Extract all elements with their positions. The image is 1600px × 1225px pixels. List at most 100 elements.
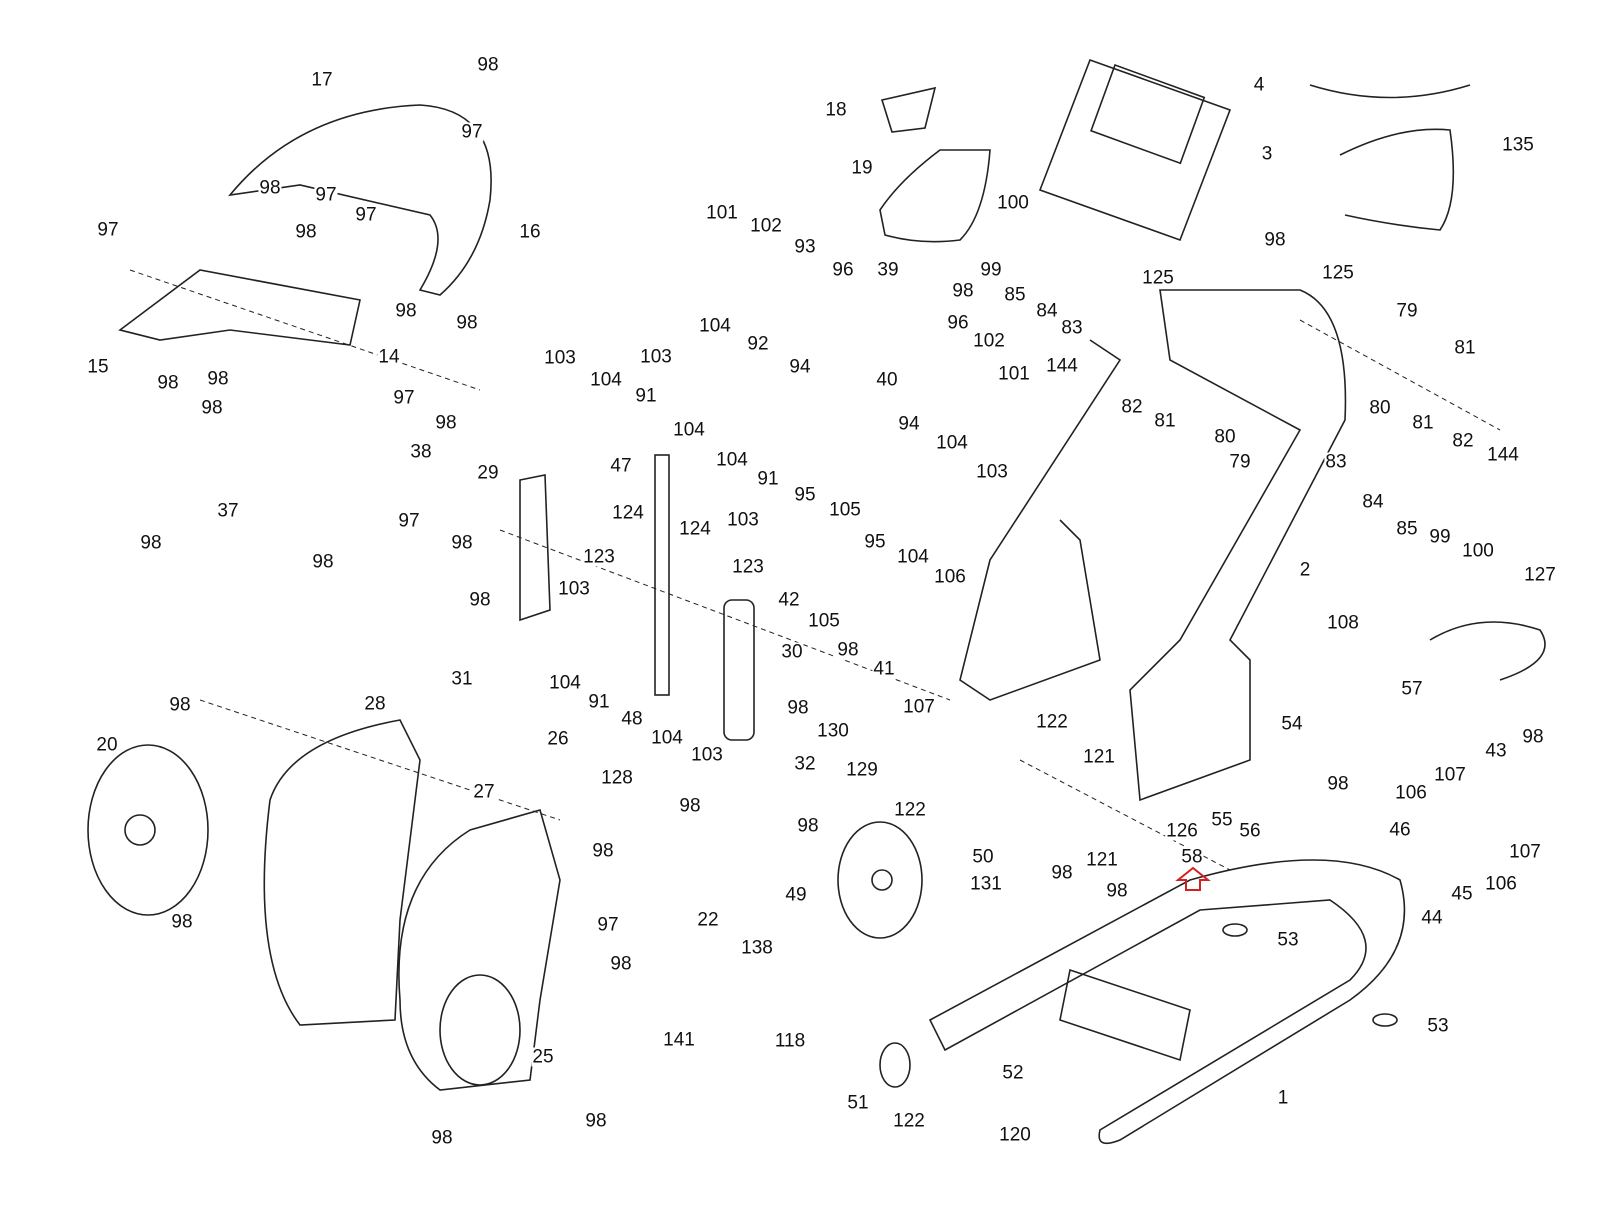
part-number-label: 53 — [1426, 1015, 1450, 1037]
part-number-label: 17 — [310, 69, 334, 91]
part-number-label: 101 — [705, 202, 739, 224]
part-number-label: 125 — [1321, 262, 1355, 284]
leader-line — [1299, 319, 1501, 431]
part-number-label: 144 — [1486, 444, 1520, 466]
part-number-label: 52 — [1001, 1062, 1025, 1084]
part-number-label: 98 — [450, 532, 474, 554]
part-51-wheel — [879, 1042, 911, 1088]
part-number-label: 81 — [1453, 337, 1477, 359]
part-number-label: 127 — [1523, 564, 1557, 586]
part-number-label: 98 — [294, 221, 318, 243]
part-number-label: 93 — [793, 236, 817, 258]
part-number-label: 121 — [1085, 849, 1119, 871]
part-number-label: 104 — [715, 449, 749, 471]
part-number-label: 44 — [1420, 907, 1444, 929]
part-number-label: 99 — [979, 259, 1003, 281]
part-number-label: 98 — [170, 911, 194, 933]
part-15-bracket — [118, 269, 361, 346]
part-number-label: 27 — [472, 781, 496, 803]
part-number-label: 83 — [1060, 317, 1084, 339]
part-number-label: 144 — [1045, 355, 1079, 377]
part-number-label: 98 — [156, 372, 180, 394]
part-53-leveler-2 — [1372, 1013, 1398, 1027]
part-number-label: 48 — [620, 708, 644, 730]
part-number-label: 43 — [1484, 740, 1508, 762]
part-number-label: 141 — [662, 1029, 696, 1051]
part-135-strap — [1309, 84, 1471, 231]
part-number-label: 98 — [468, 589, 492, 611]
part-number-label: 79 — [1395, 300, 1419, 322]
part-number-label: 103 — [543, 347, 577, 369]
part-number-label: 102 — [749, 215, 783, 237]
part-number-label: 102 — [972, 330, 1006, 352]
part-number-label: 104 — [650, 727, 684, 749]
part-number-label: 108 — [1326, 612, 1360, 634]
part-number-label: 98 — [394, 300, 418, 322]
part-number-label: 26 — [546, 728, 570, 750]
part-27-opening — [439, 974, 521, 1086]
part-number-label: 130 — [816, 720, 850, 742]
part-number-label: 1 — [1276, 1087, 1290, 1109]
part-number-label: 97 — [354, 204, 378, 226]
part-53-leveler — [1222, 923, 1248, 937]
part-number-label: 97 — [96, 219, 120, 241]
part-number-label: 25 — [531, 1046, 555, 1068]
part-number-label: 96 — [831, 259, 855, 281]
part-number-label: 82 — [1120, 396, 1144, 418]
part-number-label: 124 — [611, 502, 645, 524]
part-number-label: 121 — [1082, 746, 1116, 768]
part-number-label: 98 — [1050, 862, 1074, 884]
part-number-label: 99 — [1428, 526, 1452, 548]
part-number-label: 18 — [824, 99, 848, 121]
part-number-label: 98 — [1105, 880, 1129, 902]
part-number-label: 106 — [1394, 782, 1428, 804]
part-number-label: 103 — [690, 744, 724, 766]
part-number-label: 104 — [672, 419, 706, 441]
part-number-label: 104 — [935, 432, 969, 454]
leader-line — [129, 269, 481, 391]
part-47-post — [654, 454, 670, 696]
part-number-label: 98 — [796, 815, 820, 837]
part-number-label: 98 — [951, 280, 975, 302]
part-number-label: 101 — [997, 363, 1031, 385]
part-127-power-cord — [1429, 621, 1546, 681]
part-number-label: 126 — [1165, 820, 1199, 842]
part-number-label: 83 — [1324, 451, 1348, 473]
part-number-label: 50 — [971, 846, 995, 868]
part-number-label: 94 — [897, 413, 921, 435]
part-number-label: 103 — [726, 509, 760, 531]
part-number-label: 41 — [872, 658, 896, 680]
part-number-label: 45 — [1450, 883, 1474, 905]
part-number-label: 120 — [998, 1124, 1032, 1146]
part-number-label: 53 — [1276, 929, 1300, 951]
part-number-label: 107 — [902, 696, 936, 718]
part-number-label: 103 — [639, 346, 673, 368]
part-number-label: 95 — [793, 484, 817, 506]
part-number-label: 56 — [1238, 820, 1262, 842]
part-number-label: 14 — [377, 346, 401, 368]
part-19-tray — [879, 149, 991, 243]
part-number-label: 104 — [896, 546, 930, 568]
part-number-label: 118 — [773, 1030, 807, 1052]
part-number-label: 49 — [784, 884, 808, 906]
part-number-label: 91 — [634, 385, 658, 407]
part-1-crossbar — [1059, 968, 1191, 1062]
part-number-label: 38 — [409, 441, 433, 463]
part-number-label: 98 — [434, 412, 458, 434]
part-number-label: 54 — [1280, 713, 1304, 735]
part-number-label: 31 — [450, 668, 474, 690]
part-number-label: 124 — [678, 518, 712, 540]
part-number-label: 97 — [314, 184, 338, 206]
part-number-label: 80 — [1368, 397, 1392, 419]
part-number-label: 84 — [1035, 300, 1059, 322]
part-number-label: 103 — [557, 578, 591, 600]
part-number-label: 98 — [200, 397, 224, 419]
part-number-label: 79 — [1228, 451, 1252, 473]
part-number-label: 37 — [216, 500, 240, 522]
part-2-upright — [1129, 289, 1347, 802]
part-number-label: 129 — [845, 759, 879, 781]
part-number-label: 46 — [1388, 819, 1412, 841]
part-number-label: 58 — [1180, 846, 1204, 868]
red-callout-arrow-icon — [1175, 866, 1211, 891]
